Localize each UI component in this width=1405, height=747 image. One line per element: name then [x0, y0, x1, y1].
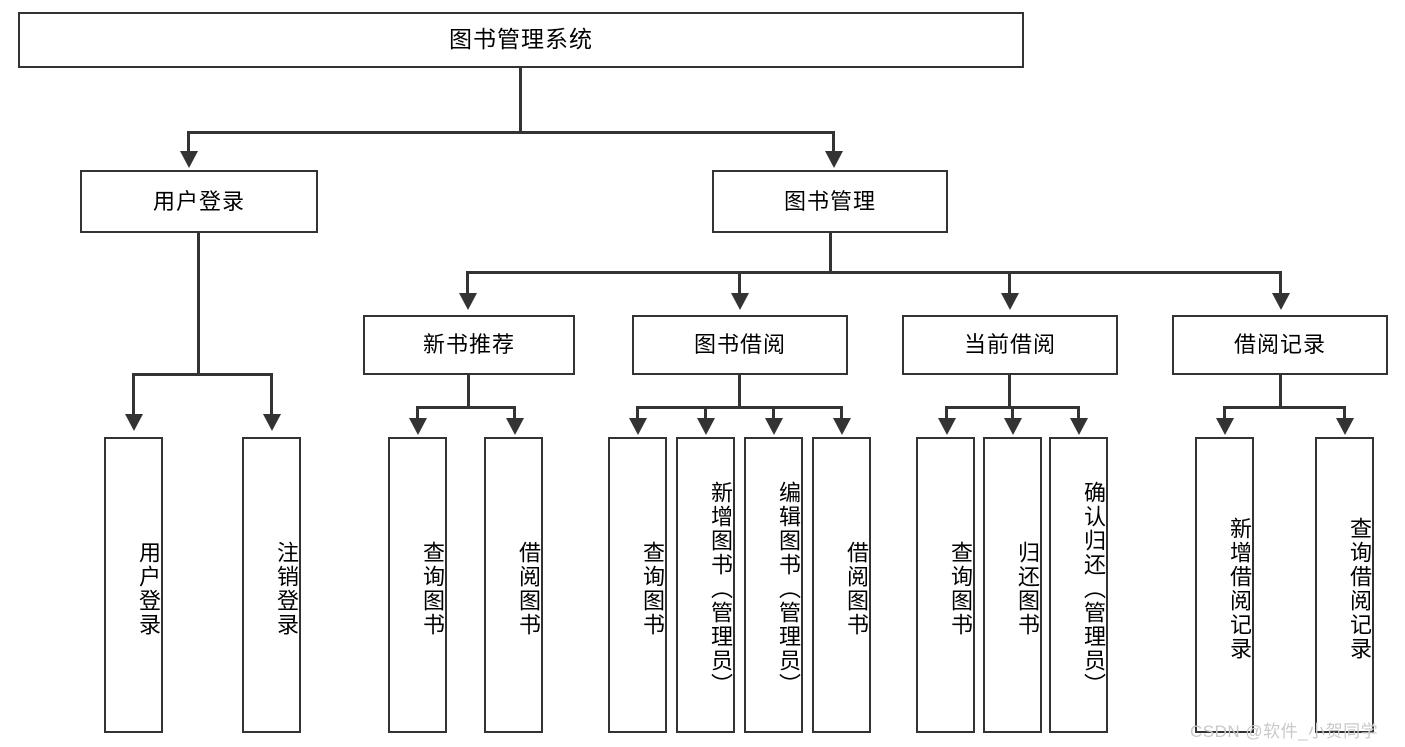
- edge-cb-stem: [1008, 375, 1011, 408]
- edge-root-bar: [187, 131, 835, 134]
- node-label: 新增图书（管理员）: [708, 481, 733, 697]
- edge-bb-drop-1: [636, 406, 639, 420]
- arrow-icon-br-leaf-1: [1216, 418, 1234, 435]
- node-label: 查询图书: [948, 541, 973, 637]
- node-label: 新书推荐: [422, 332, 515, 358]
- leaf-edit-book-admin[interactable]: 编辑图书（管理员）: [744, 437, 803, 733]
- node-label: 当前借阅: [963, 332, 1056, 358]
- leaf-query-book-bb[interactable]: 查询图书: [608, 437, 667, 733]
- edge-user-login-bar: [132, 373, 273, 376]
- arrow-icon-bb-leaf-1: [629, 418, 647, 435]
- node-label: 新增借阅记录: [1227, 517, 1252, 661]
- leaf-query-book-cb[interactable]: 查询图书: [916, 437, 975, 733]
- edge-bm-drop-3: [1008, 271, 1011, 295]
- edge-bb-bar: [636, 406, 842, 409]
- arrow-icon-to-new-book-recommend: [459, 293, 477, 310]
- node-borrow-record[interactable]: 借阅记录: [1172, 315, 1388, 375]
- edge-bm-drop-4: [1279, 271, 1282, 295]
- node-label: 查询图书: [640, 541, 665, 637]
- edge-bb-stem: [738, 375, 741, 408]
- edge-book-management-stem: [829, 233, 832, 273]
- node-label: 借阅图书: [516, 541, 541, 637]
- node-label: 编辑图书（管理员）: [776, 481, 801, 697]
- node-book-management[interactable]: 图书管理: [712, 170, 948, 233]
- edge-bb-drop-4: [840, 406, 843, 420]
- leaf-logout[interactable]: 注销登录: [242, 437, 301, 733]
- edge-bb-drop-2: [704, 406, 707, 420]
- edge-br-bar: [1223, 406, 1345, 409]
- node-label: 注销登录: [274, 541, 299, 637]
- edge-nbr-drop-2: [513, 406, 516, 420]
- edge-bb-drop-3: [772, 406, 775, 420]
- edge-br-drop-2: [1343, 406, 1346, 420]
- node-label: 图书管理: [783, 188, 876, 214]
- edge-nbr-bar: [416, 406, 516, 409]
- edge-root-stem: [519, 68, 522, 132]
- node-label: 查询图书: [420, 541, 445, 637]
- node-label: 查询借阅记录: [1347, 517, 1372, 661]
- node-current-borrow[interactable]: 当前借阅: [902, 315, 1118, 375]
- arrow-icon-to-user-login-leaf: [125, 414, 143, 431]
- leaf-user-login[interactable]: 用户登录: [104, 437, 163, 733]
- leaf-query-book-nbr[interactable]: 查询图书: [388, 437, 447, 733]
- node-label: 归还图书: [1015, 541, 1040, 637]
- arrow-icon-cb-leaf-1: [938, 418, 956, 435]
- node-root-book-management-system[interactable]: 图书管理系统: [18, 12, 1024, 68]
- arrow-icon-nbr-leaf-2: [506, 418, 524, 435]
- edge-cb-drop-2: [1011, 406, 1014, 420]
- arrow-icon-nbr-leaf-1: [409, 418, 427, 435]
- edge-br-drop-1: [1223, 406, 1226, 420]
- edge-nbr-drop-1: [416, 406, 419, 420]
- edge-bm-drop-2: [738, 271, 741, 295]
- arrow-icon-to-logout-leaf: [263, 414, 281, 431]
- leaf-add-borrow-record[interactable]: 新增借阅记录: [1195, 437, 1254, 733]
- edge-book-management-bar: [466, 271, 1282, 274]
- edge-cb-drop-1: [945, 406, 948, 420]
- arrow-icon-to-book-management: [825, 151, 843, 168]
- edge-br-stem: [1279, 375, 1282, 408]
- arrow-icon-to-borrow-record: [1272, 293, 1290, 310]
- edge-root-drop-1: [187, 131, 190, 153]
- leaf-confirm-return-admin[interactable]: 确认归还（管理员）: [1049, 437, 1108, 733]
- arrow-icon-bb-leaf-4: [833, 418, 851, 435]
- arrow-icon-br-leaf-2: [1336, 418, 1354, 435]
- node-label: 图书管理系统: [449, 26, 593, 53]
- node-user-login[interactable]: 用户登录: [80, 170, 318, 233]
- node-label: 借阅记录: [1233, 332, 1326, 358]
- node-label: 借阅图书: [844, 541, 869, 637]
- arrow-icon-bb-leaf-3: [765, 418, 783, 435]
- arrow-icon-to-user-login: [180, 151, 198, 168]
- edge-user-login-stem: [197, 233, 200, 375]
- csdn-watermark: CSDN @软件_小贺同学: [1190, 722, 1379, 741]
- edge-user-login-drop-2: [270, 373, 273, 417]
- edge-nbr-stem: [467, 375, 470, 408]
- arrow-icon-cb-leaf-3: [1070, 418, 1088, 435]
- node-label: 用户登录: [152, 188, 245, 214]
- leaf-query-borrow-record[interactable]: 查询借阅记录: [1315, 437, 1374, 733]
- leaf-borrow-book-nbr[interactable]: 借阅图书: [484, 437, 543, 733]
- node-label: 用户登录: [136, 541, 161, 637]
- leaf-borrow-book-bb[interactable]: 借阅图书: [812, 437, 871, 733]
- leaf-add-book-admin[interactable]: 新增图书（管理员）: [676, 437, 735, 733]
- edge-root-drop-2: [832, 131, 835, 153]
- node-label: 确认归还（管理员）: [1081, 481, 1106, 697]
- arrow-icon-to-current-borrow: [1001, 293, 1019, 310]
- edge-cb-drop-3: [1077, 406, 1080, 420]
- arrow-icon-to-book-borrow: [731, 293, 749, 310]
- arrow-icon-bb-leaf-2: [697, 418, 715, 435]
- node-new-book-recommend[interactable]: 新书推荐: [363, 315, 575, 375]
- edge-user-login-drop-1: [132, 373, 135, 417]
- node-book-borrow[interactable]: 图书借阅: [632, 315, 848, 375]
- node-label: 图书借阅: [693, 332, 786, 358]
- leaf-return-book[interactable]: 归还图书: [983, 437, 1042, 733]
- edge-bm-drop-1: [466, 271, 469, 295]
- arrow-icon-cb-leaf-2: [1004, 418, 1022, 435]
